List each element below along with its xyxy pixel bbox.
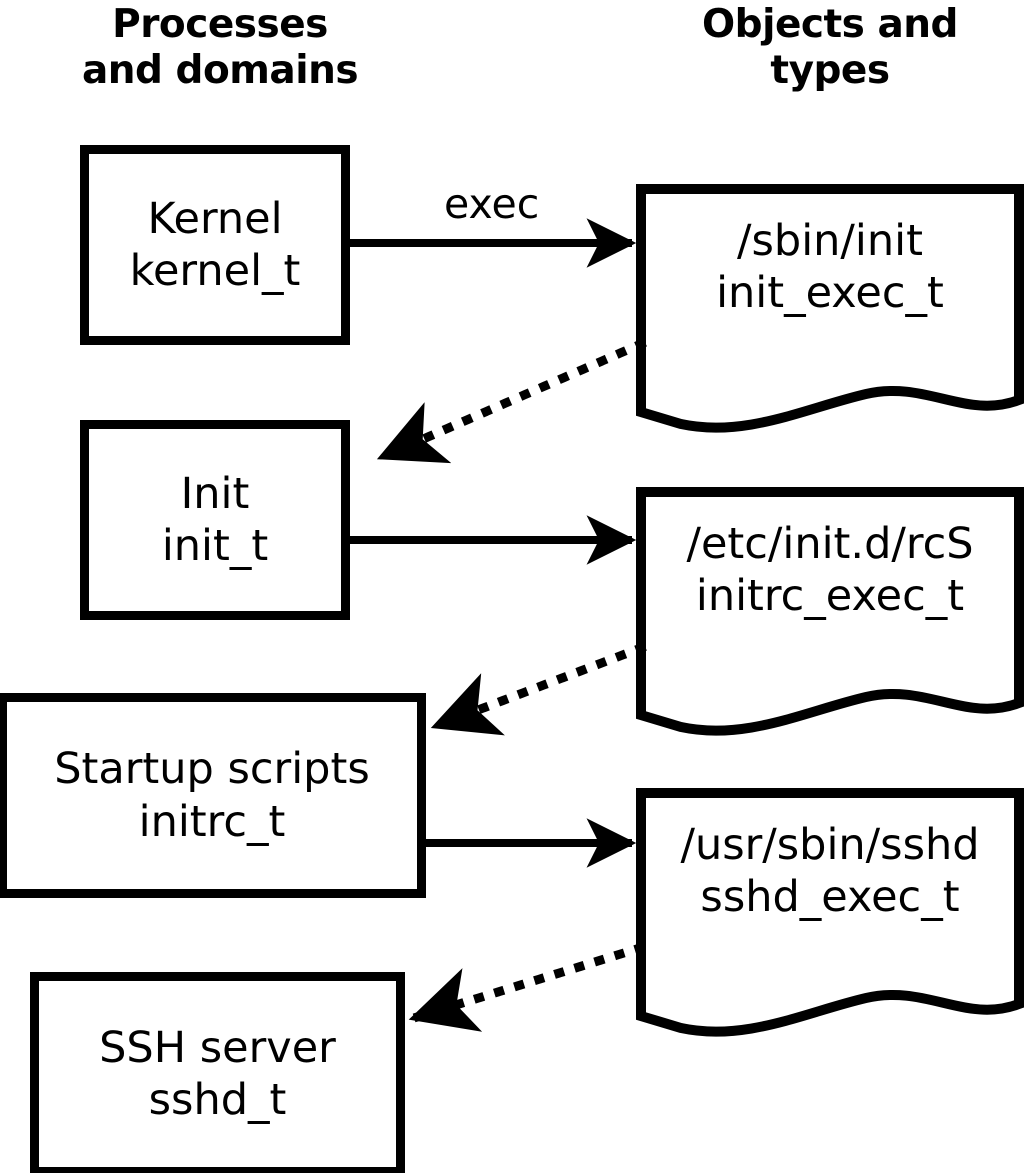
column-header-objects: Objects and types [702,2,958,94]
process-node-ssh-server-type: sshd_t [148,1075,287,1125]
object-node-sshd-exec[interactable] [636,788,1024,1038]
object-node-init-exec-type: init_exec_t [716,268,944,319]
edge-label-exec: exec [444,180,540,228]
document-shape-icon [636,184,1024,433]
object-node-init-exec-labels: /sbin/init init_exec_t [640,215,1020,320]
document-shape-icon [636,788,1024,1037]
process-node-init[interactable]: Init init_t [80,420,350,620]
column-header-processes: Processes and domains [81,2,359,94]
object-node-sshd-exec-labels: /usr/sbin/sshd sshd_exec_t [640,819,1020,924]
process-node-kernel-name: Kernel [147,193,283,244]
process-node-init-type: init_t [161,521,269,571]
document-shape-icon [636,487,1024,736]
process-node-startup-scripts-type: initrc_t [138,796,286,847]
process-node-startup-scripts-name: Startup scripts [54,744,370,795]
object-node-sshd-exec-path: /usr/sbin/sshd [680,820,980,870]
object-node-initrc-exec-path: /etc/init.d/rcS [686,519,974,569]
edge-sshd-exec-to-sshd [408,942,646,1032]
process-node-startup-scripts[interactable]: Startup scripts initrc_t [0,693,426,898]
object-node-initrc-exec-labels: /etc/init.d/rcS initrc_exec_t [640,518,1020,623]
edge-initrc-exec-to-initrc [430,642,647,736]
object-node-initrc-exec-type: initrc_exec_t [695,571,965,622]
object-node-init-exec[interactable] [636,184,1024,434]
process-node-ssh-server-name: SSH server [99,1022,336,1073]
object-node-sshd-exec-type: sshd_exec_t [700,872,960,923]
edge-init-exec-to-init [376,338,647,464]
object-node-init-exec-path: /sbin/init [737,216,923,266]
process-node-init-name: Init [180,468,250,519]
process-node-ssh-server[interactable]: SSH server sshd_t [30,972,405,1173]
process-node-kernel-type: kernel_t [129,246,301,296]
object-node-initrc-exec[interactable] [636,487,1024,737]
process-node-kernel[interactable]: Kernel kernel_t [80,145,350,345]
